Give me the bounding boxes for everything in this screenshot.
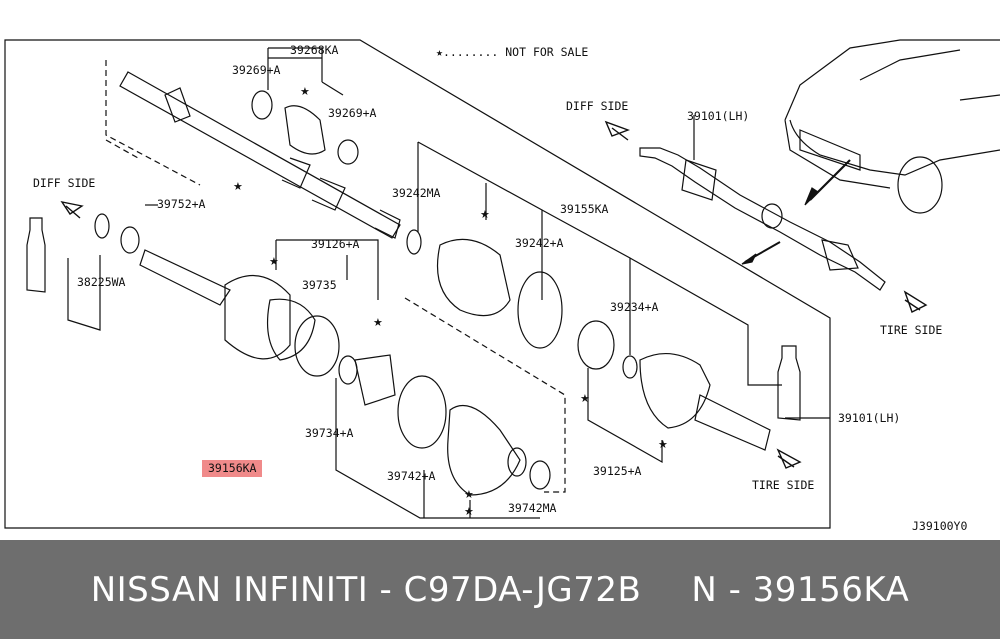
diagram-code: J39100Y0 <box>912 519 968 533</box>
label-39268KA: 39268KA <box>290 43 339 57</box>
label-39735: 39735 <box>302 278 337 292</box>
label-39242A: 39242+A <box>515 236 564 250</box>
footer-part-number: N - 39156KA <box>691 569 910 610</box>
legend-text: ........ NOT FOR SALE <box>442 45 589 59</box>
label-39269A-mid: 39269+A <box>328 106 377 120</box>
label-39126A: 39126+A <box>311 237 360 251</box>
label-39269A-top: 39269+A <box>232 63 281 77</box>
footer-title: NISSAN INFINITI - C97DA-JG72B <box>90 569 642 610</box>
svg-text:★: ★ <box>580 392 590 405</box>
svg-text:★: ★ <box>464 505 474 518</box>
label-39155KA: 39155KA <box>560 202 609 216</box>
svg-text:★: ★ <box>658 438 668 451</box>
label-39101LH-right: 39101(LH) <box>838 411 901 425</box>
label-39752A: 39752+A <box>157 197 206 211</box>
footer-bar: NISSAN INFINITI - C97DA-JG72B N - 39156K… <box>0 540 1000 639</box>
svg-text:★: ★ <box>480 208 490 221</box>
label-diff-side-left: DIFF SIDE <box>33 176 96 190</box>
svg-text:★: ★ <box>233 180 243 193</box>
star-icon: ★ <box>436 45 443 59</box>
legend-not-for-sale: ★........ NOT FOR SALE <box>436 46 588 59</box>
svg-text:★: ★ <box>300 85 310 98</box>
label-39125A: 39125+A <box>593 464 642 478</box>
label-38225WA: 38225WA <box>77 275 126 289</box>
label-39101LH-top: 39101(LH) <box>687 109 750 123</box>
svg-text:★: ★ <box>464 488 474 501</box>
label-39234A: 39234+A <box>610 300 659 314</box>
label-39734A: 39734+A <box>305 426 354 440</box>
label-39156KA-highlighted: 39156KA <box>202 460 263 477</box>
svg-text:★: ★ <box>269 255 279 268</box>
label-diff-side-right: DIFF SIDE <box>566 99 629 113</box>
label-tire-side-low: TIRE SIDE <box>752 478 815 492</box>
svg-text:★: ★ <box>373 316 383 329</box>
label-tire-side-right: TIRE SIDE <box>880 323 943 337</box>
label-39742MA: 39742MA <box>508 501 557 515</box>
parts-diagram: ★ ★ ★ ★ ★ ★ ★ ★ ★ <box>4 39 1000 529</box>
label-39742A: 39742+A <box>387 469 436 483</box>
label-39242MA: 39242MA <box>392 186 441 200</box>
